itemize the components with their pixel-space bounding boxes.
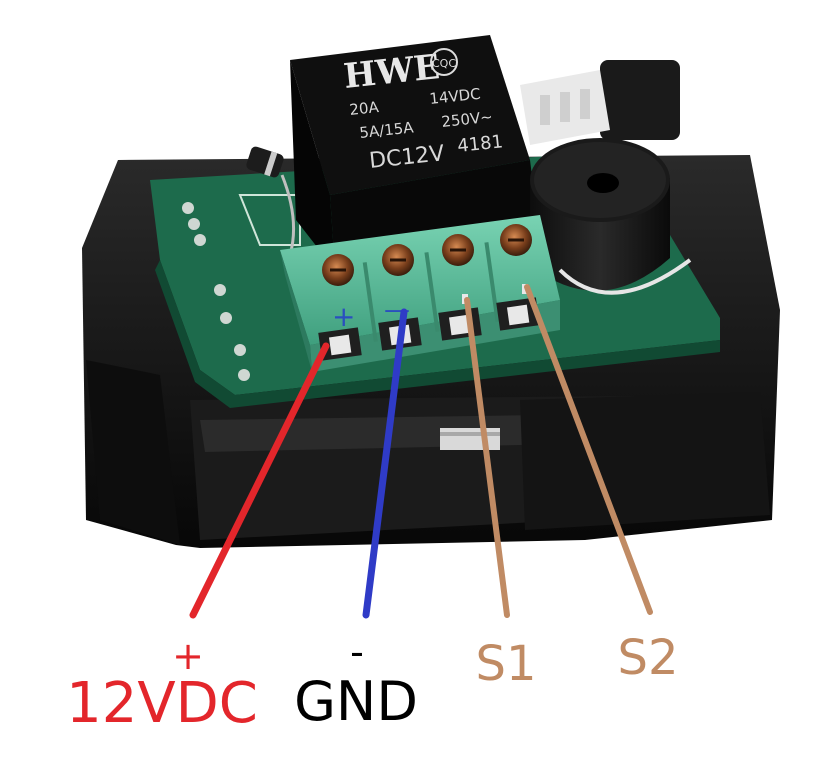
relay-line2-left: 5A/15A xyxy=(359,118,416,142)
wires xyxy=(189,284,653,619)
wire-labels: + 12VDC - GND S1 S2 xyxy=(66,630,678,736)
ground-wire xyxy=(362,308,408,619)
ground-sign-label: - xyxy=(350,630,364,674)
terminal-block-icon: + — xyxy=(280,215,560,372)
s2-wire xyxy=(524,284,653,615)
power-label: 12VDC xyxy=(66,671,258,736)
s1-wire xyxy=(464,297,510,618)
relay-line1-right: 14VDC xyxy=(429,85,482,108)
diode xyxy=(246,146,296,256)
relay-line3-right: 4181 xyxy=(456,131,504,157)
connector xyxy=(520,70,610,145)
relay-cert: CQC xyxy=(432,57,456,70)
power-sign-label: + xyxy=(172,634,204,678)
buzzer-icon xyxy=(530,138,692,295)
s1-label: S1 xyxy=(475,636,536,692)
ground-label: GND xyxy=(294,670,418,733)
power-wire xyxy=(189,342,330,619)
relay-line2-right: 250V~ xyxy=(441,108,494,131)
terminal-plus-mark: + xyxy=(332,300,355,333)
s2-label: S2 xyxy=(617,630,678,686)
relay-line1-left: 20A xyxy=(349,98,381,119)
